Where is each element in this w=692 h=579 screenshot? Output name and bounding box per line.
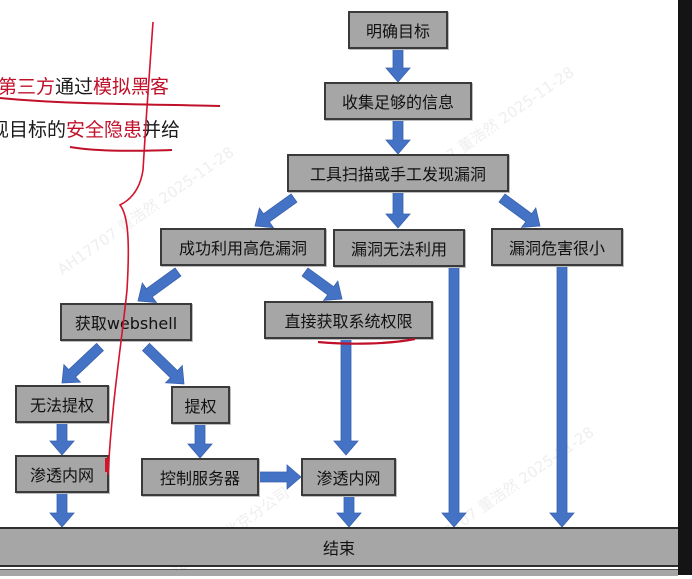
arrow-webshell-to-nopriv	[61, 342, 104, 384]
arrow-priv-to-control	[187, 423, 213, 459]
arrow-exploit-to-sysprv	[301, 267, 343, 301]
arrow-sysprv-to-intranet	[333, 338, 359, 456]
note-segment: 通过	[55, 76, 94, 98]
arrow-define-to-collect	[385, 48, 411, 83]
node-exploit-high-risk: 成功利用高危漏洞	[160, 228, 326, 266]
arrow-intranet-left-to-end	[49, 492, 75, 528]
arrow-collect-to-find	[385, 119, 411, 155]
arrow-unexploitable-to-end	[441, 265, 467, 528]
note-segment: 现目标的	[0, 119, 67, 141]
note-segment: 安全隐患	[66, 119, 143, 141]
node-get-system-priv: 直接获取系统权限	[264, 301, 433, 339]
node-intranet-pentest-left: 渗透内网	[15, 455, 109, 493]
note-segment: 并给	[142, 119, 181, 141]
arrow-nopriv-to-intranet	[49, 422, 75, 456]
node-get-webshell: 获取webshell	[60, 303, 192, 341]
node-define-target: 明确目标	[348, 11, 448, 49]
node-intranet-pentest-right: 渗透内网	[301, 458, 396, 496]
node-end: 结束	[0, 527, 678, 567]
note-segment: 第三方	[0, 76, 56, 98]
arrow-exploit-to-webshell	[137, 267, 182, 303]
arrow-find-to-lowharm	[498, 193, 541, 228]
note-segment: 模拟黑客	[93, 76, 170, 98]
node-find-vulns: 工具扫描或手工发现漏洞	[287, 154, 509, 192]
annotation-line-1: 第三方通过模拟黑客	[0, 72, 169, 99]
arrow-find-to-exploit	[254, 193, 298, 229]
screen-edge	[678, 0, 692, 575]
node-vuln-low-harm: 漏洞危害很小	[491, 228, 623, 266]
node-no-priv-escalation: 无法提权	[15, 385, 109, 423]
node-vuln-unexploitable: 漏洞无法利用	[333, 229, 465, 267]
end-bar-base	[0, 569, 678, 576]
arrow-webshell-to-priv	[141, 342, 185, 385]
node-priv-escalation: 提权	[171, 386, 230, 424]
annotation-line-2: 现目标的安全隐患并给	[0, 115, 180, 142]
node-control-server: 控制服务器	[141, 458, 259, 496]
node-collect-info: 收集足够的信息	[324, 82, 472, 120]
arrow-intranet-right-to-end	[336, 495, 362, 528]
pen-underline-3	[317, 337, 416, 345]
arrow-lowharm-to-end	[549, 265, 575, 528]
pen-underline-2	[69, 146, 173, 152]
pen-underline-1	[0, 97, 221, 107]
